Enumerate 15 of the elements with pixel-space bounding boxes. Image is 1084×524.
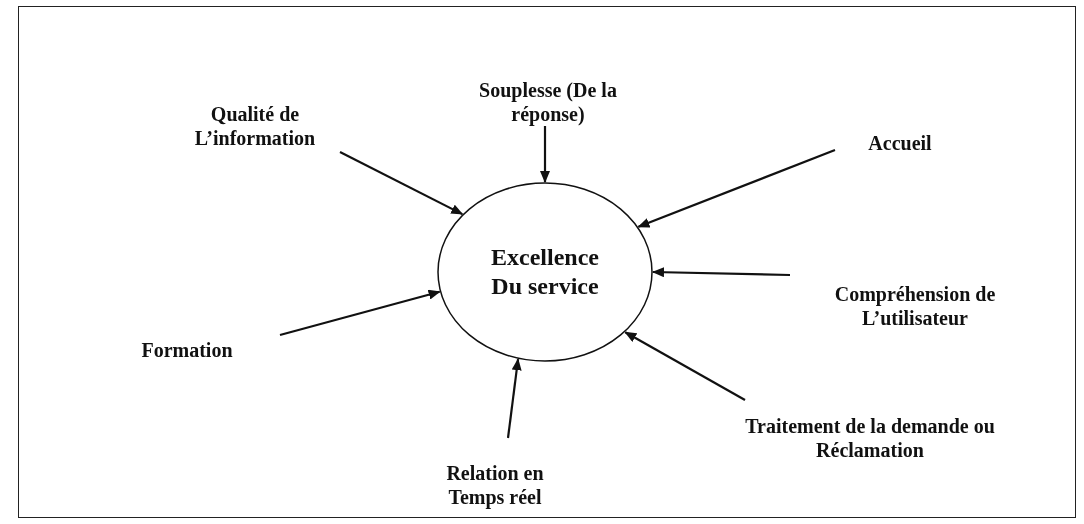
node-label: Relation en Temps réel: [445, 461, 545, 509]
arrow: [279, 289, 441, 337]
node-label: Souplesse (De la réponse): [478, 78, 618, 126]
arrow: [540, 126, 550, 183]
node-label: Compréhension de L’utilisateur: [833, 282, 997, 330]
arrow: [624, 331, 746, 401]
arrow: [637, 148, 836, 228]
arrow: [339, 151, 464, 216]
arrow: [506, 358, 522, 439]
node-label: Formation: [141, 338, 233, 362]
node-label: Qualité de L’information: [193, 102, 317, 150]
node-label: Traitement de la demande ou Réclamation: [744, 414, 996, 462]
node-label: Excellence Du service: [490, 243, 600, 301]
arrow: [652, 267, 791, 278]
node-label: Accueil: [868, 131, 932, 155]
